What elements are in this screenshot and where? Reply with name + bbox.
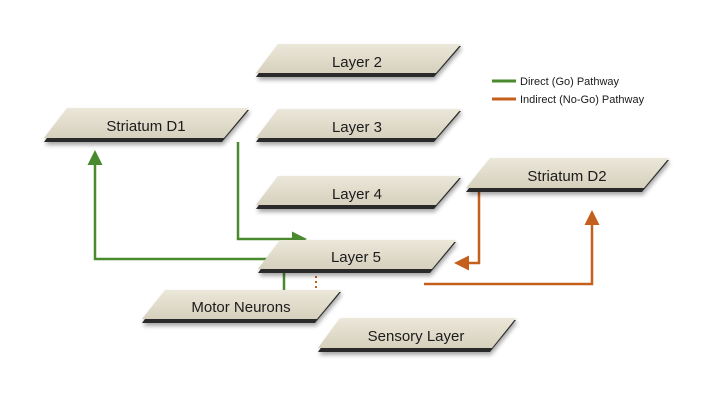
legend-indirect-label: Indirect (No-Go) Pathway: [520, 94, 645, 106]
plate-striatum-d1: Striatum D1: [44, 108, 249, 142]
plate-layer3: Layer 3: [256, 109, 461, 142]
legend-direct-label: Direct (Go) Pathway: [520, 76, 620, 88]
plate-motor-neurons: Motor Neurons: [142, 290, 341, 323]
legend: Direct (Go) Pathway Indirect (No-Go) Pat…: [492, 76, 645, 106]
layer4-label: Layer 4: [332, 186, 382, 203]
direct-pathway-layer5-to-d1: [87, 150, 290, 261]
indirect-pathway-d2-to-layer5: [454, 190, 481, 271]
direct-pathway-d1-to-layer5: [236, 142, 307, 247]
plate-sensory-layer: Sensory Layer: [318, 318, 516, 352]
plate-striatum-d2: Striatum D2: [466, 158, 669, 192]
plate-layer5: Layer 5: [258, 240, 456, 273]
layer5-label: Layer 5: [331, 249, 381, 266]
striatum-d1-label: Striatum D1: [106, 118, 185, 135]
layer3-label: Layer 3: [332, 119, 382, 136]
plate-layer2: Layer 2: [256, 44, 461, 77]
indirect-pathway-layer5-to-d2: [424, 210, 600, 286]
striatum-d2-label: Striatum D2: [527, 168, 606, 185]
sensory-layer-label: Sensory Layer: [368, 328, 465, 345]
layer2-label: Layer 2: [332, 54, 382, 71]
plate-layer4: Layer 4: [256, 176, 461, 209]
motor-neurons-label: Motor Neurons: [191, 299, 290, 316]
